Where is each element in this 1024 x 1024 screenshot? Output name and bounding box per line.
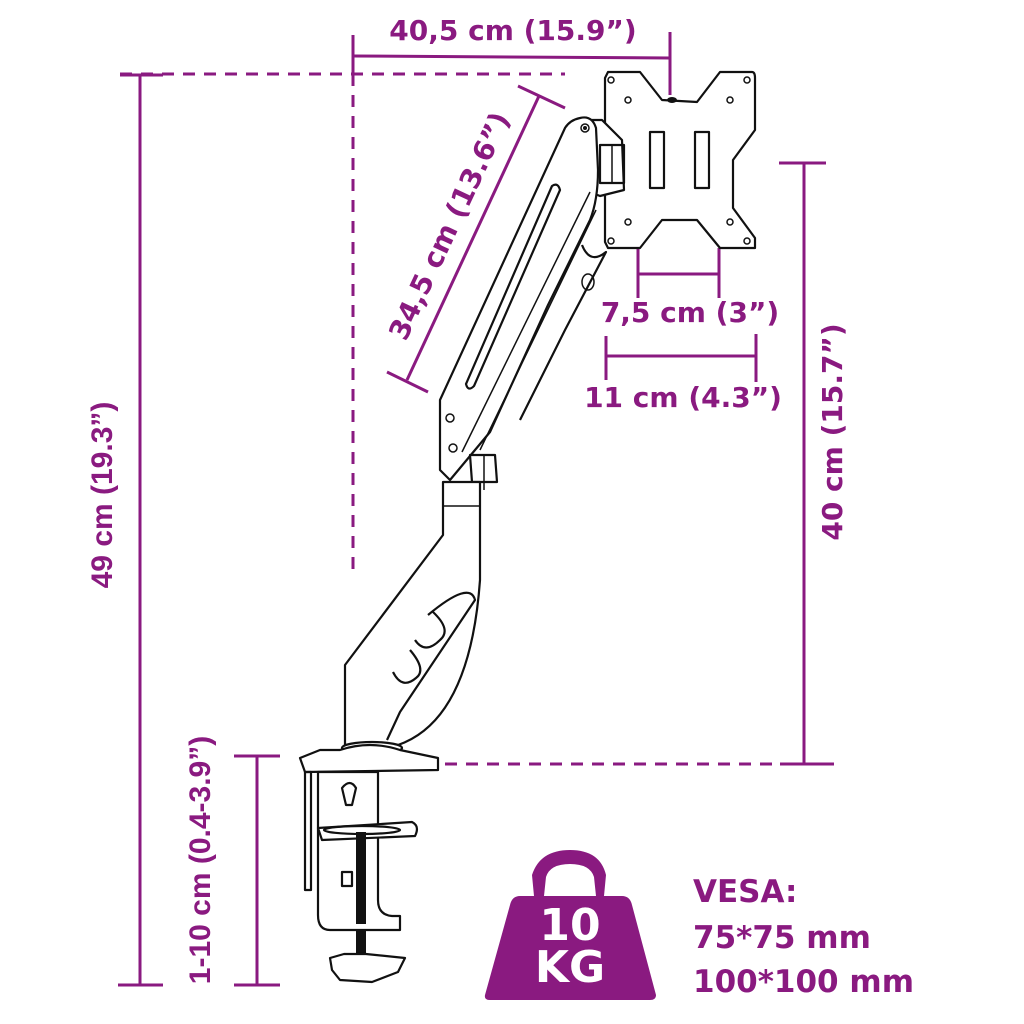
- vesa-size-large: 100*100 mm: [693, 964, 914, 1000]
- total-height-label: 49 cm (19.3”): [86, 402, 119, 589]
- weight-value: 10: [539, 900, 600, 951]
- vesa-info: VESA: 75*75 mm 100*100 mm: [693, 874, 914, 1000]
- vesa-title: VESA:: [693, 874, 797, 910]
- mount-height-dimension: 40 cm (15.7”): [445, 161, 849, 766]
- vesa-plate: [603, 70, 757, 250]
- desk-clamp: [298, 743, 440, 984]
- clamp-range-dimension: 1-10 cm (0.4-3.9”): [184, 736, 280, 987]
- total-height-dimension: 49 cm (19.3”): [86, 73, 163, 987]
- reach-dimension: 40,5 cm (15.9”): [120, 14, 672, 578]
- weight-unit: KG: [535, 942, 605, 993]
- vesa-large-dimension: 11 cm (4.3”): [584, 334, 782, 414]
- vesa-size-small: 75*75 mm: [693, 920, 871, 956]
- reach-label: 40,5 cm (15.9”): [389, 14, 636, 47]
- upper-arm: [438, 116, 608, 490]
- mount-height-label: 40 cm (15.7”): [816, 323, 849, 540]
- weight-icon: [532, 850, 606, 896]
- clamp-range-label: 1-10 cm (0.4-3.9”): [184, 736, 217, 984]
- vesa-large-label: 11 cm (4.3”): [584, 381, 782, 414]
- vesa-small-dimension: 7,5 cm (3”): [601, 248, 779, 329]
- weight-capacity-badge: 10 KG: [484, 850, 656, 1000]
- vesa-small-label: 7,5 cm (3”): [601, 296, 779, 329]
- lower-column: [340, 480, 482, 756]
